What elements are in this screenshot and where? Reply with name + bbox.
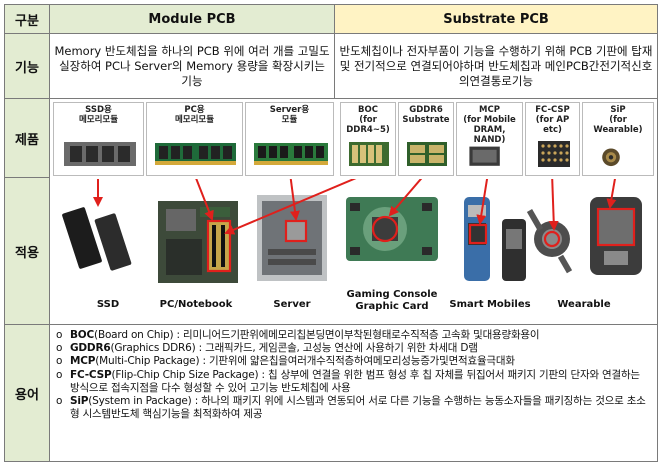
boc-substrate-icon [349, 142, 389, 166]
function-module-text: Memory 반도체칩을 하나의 PCB 위에 여러 개를 고밀도 실장하여 P… [49, 33, 335, 99]
terms-list: o BOC(Board on Chip) : 리미니어드기판위에메모리칩본딩면이… [49, 324, 658, 462]
application-label: Server [273, 299, 311, 310]
term-definition: (Graphics DDR6) : 그래픽카드, 게임콘솔, 고성능 연산에 사… [110, 342, 478, 355]
product-mcp: MCP (for Mobile DRAM, NAND) [456, 102, 523, 176]
application-label: PC/Notebook [159, 299, 233, 310]
term-definition: (Flip-Chip Chip Size Package) : 칩 상부에 연결… [70, 368, 640, 394]
term-bullet: o [56, 395, 63, 408]
product-label: BOC (for DDR4~5) [346, 105, 390, 135]
product-label: MCP (for Mobile DRAM, NAND) [463, 105, 516, 145]
term-item: o GDDR6(Graphics DDR6) : 그래픽카드, 게임콘솔, 고성… [56, 342, 651, 355]
function-substrate-text: 반도체칩이나 전자부품이 기능을 수행하기 위해 PCB 기판에 탑재 및 전기… [334, 33, 658, 99]
applications-illustration [62, 179, 642, 283]
product-pc-module: PC용 메모리모듈 [146, 102, 243, 176]
smart-mobile-board-icon [464, 197, 526, 281]
row-label-function: 기능 [4, 33, 50, 99]
product-boc: BOC (for DDR4~5) [340, 102, 396, 176]
term-definition: (Board on Chip) : 리미니어드기판위에메모리칩본딩면이부착된형태… [94, 329, 540, 341]
highlight-markers [206, 207, 636, 273]
term-name: BOC [70, 329, 95, 341]
ssd-module-icon [64, 142, 136, 166]
product-label: SiP (for Wearable) [593, 105, 643, 135]
product-label: PC용 메모리모듈 [174, 105, 215, 125]
comparison-table: 구분 Module PCB Substrate PCB 기능 Memory 반도… [4, 4, 658, 462]
product-label: SSD용 메모리모듈 [78, 105, 119, 125]
application-label: Wearable [557, 299, 611, 310]
application-label: Gaming Console Graphic Card [346, 289, 438, 312]
term-bullet: o [56, 342, 63, 355]
pc-motherboard-icon [158, 201, 238, 283]
product-sip: SiP (for Wearable) [582, 102, 654, 176]
pc-module-icon [155, 143, 236, 165]
server-module-icon [254, 143, 328, 165]
term-item: o MCP(Multi-Chip Package) : 기판위에 얇은칩을여러개… [56, 355, 651, 368]
term-name: FC-CSP [70, 368, 112, 381]
product-label: Server용 모듈 [269, 105, 310, 125]
product-gddr6: GDDR6 Substrate [398, 102, 454, 176]
term-name: SiP [70, 395, 89, 408]
ssd-drive-icon [62, 207, 132, 271]
term-definition: (Multi-Chip Package) : 기판위에 얇은칩을여러개수직적층하… [95, 355, 515, 368]
product-label: FC-CSP (for AP etc) [535, 105, 570, 135]
application-label: SSD [96, 299, 120, 310]
row-label-application: 적용 [4, 177, 50, 325]
fc-csp-substrate-icon [538, 141, 570, 167]
product-ssd-module: SSD용 메모리모듈 [53, 102, 144, 176]
term-name: GDDR6 [70, 342, 111, 355]
mcp-substrate-icon [469, 146, 500, 166]
row-label-terms: 용어 [4, 324, 50, 462]
application-label: Smart Mobiles [449, 299, 531, 310]
term-name: MCP [70, 355, 96, 368]
product-fc-csp: FC-CSP (for AP etc) [525, 102, 580, 176]
term-item: o BOC(Board on Chip) : 리미니어드기판위에메모리칩본딩면이… [56, 329, 651, 342]
term-bullet: o [56, 368, 63, 381]
term-bullet: o [56, 329, 63, 341]
header-module-pcb: Module PCB [49, 4, 335, 34]
header-substrate-pcb: Substrate PCB [334, 4, 658, 34]
term-item: o SiP(System in Package) : 하나의 패키지 위에 시스… [56, 395, 651, 421]
term-item: o FC-CSP(Flip-Chip Chip Size Package) : … [56, 369, 651, 395]
gddr6-substrate-icon [407, 142, 447, 166]
term-bullet: o [56, 355, 63, 368]
server-case-icon [257, 195, 327, 281]
term-definition: (System in Package) : 하나의 패키지 위에 시스템과 연동… [70, 395, 646, 421]
sip-substrate-icon [602, 148, 620, 167]
mapping-arrows [93, 179, 617, 235]
product-label: GDDR6 Substrate [402, 105, 450, 125]
product-server-module: Server용 모듈 [245, 102, 334, 176]
products-applications-panel: SSD용 메모리모듈 PC용 메모리모듈 Server용 모듈 BOC (for… [49, 98, 658, 325]
gaming-console-board-icon [346, 197, 438, 261]
row-label-product: 제품 [4, 98, 50, 178]
header-category: 구분 [4, 4, 50, 34]
